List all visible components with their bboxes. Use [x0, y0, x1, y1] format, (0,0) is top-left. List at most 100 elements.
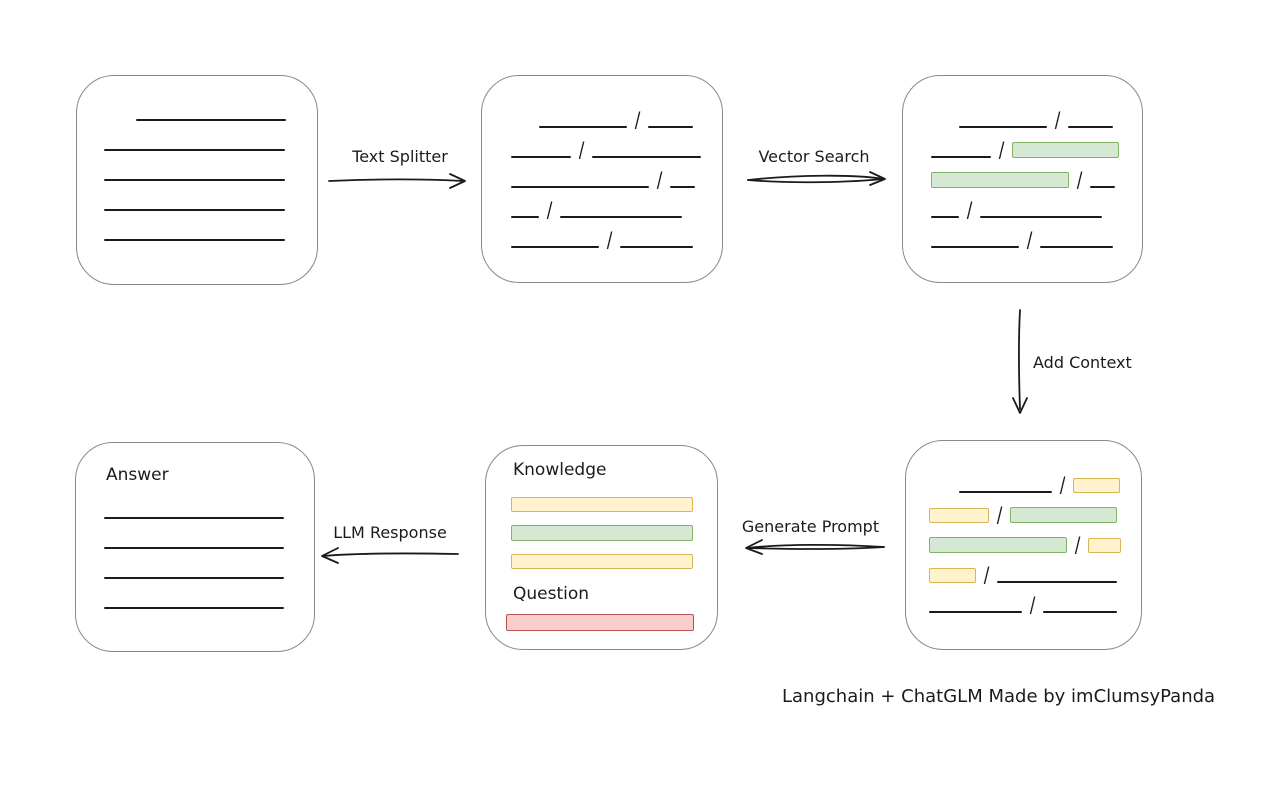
text-line: [648, 126, 694, 128]
text-splitter-arrow: [328, 173, 466, 189]
generate-prompt-label: Generate Prompt: [741, 517, 880, 536]
chunk-row: /: [903, 98, 1142, 132]
slash-separator: /: [998, 138, 1005, 162]
searched-chunk-lines: / / / / /: [903, 76, 1142, 252]
text-line: [104, 547, 284, 549]
text-line: [511, 246, 599, 248]
chunk-row: /: [482, 98, 722, 132]
text-line: [136, 119, 286, 121]
add-context-arrow: [1012, 309, 1028, 414]
document-lines: [77, 76, 317, 241]
yellow-chunk-bar: [929, 508, 989, 523]
text-line: [104, 607, 284, 609]
slash-separator: /: [1059, 473, 1066, 497]
vector-search-result-box: / / / / /: [902, 75, 1143, 283]
answer-lines: [76, 443, 314, 609]
slash-separator: /: [1029, 593, 1036, 617]
chunk-row: /: [906, 493, 1141, 527]
chunk-row: /: [903, 188, 1142, 222]
text-line: [539, 126, 627, 128]
chunk-row: [76, 519, 314, 549]
text-line: [104, 239, 285, 241]
chunk-row: /: [903, 158, 1142, 192]
text-line: [959, 491, 1052, 493]
chunk-row: /: [482, 128, 722, 162]
green-chunk-bar: [931, 172, 1069, 188]
footer-credit: Langchain + ChatGLM Made by imClumsyPand…: [782, 686, 1216, 707]
green-chunk-bar: [929, 537, 1067, 553]
yellow-bar: [511, 554, 693, 569]
green-chunk-bar: [1012, 142, 1120, 158]
add-context-label: Add Context: [1033, 353, 1132, 372]
text-line: [670, 186, 696, 188]
question-bars: [506, 614, 694, 631]
text-line: [931, 246, 1019, 248]
answer-label: Answer: [106, 465, 169, 485]
slash-separator: /: [966, 198, 973, 222]
chunk-row: [76, 549, 314, 579]
text-splitter-label: Text Splitter: [352, 147, 448, 166]
red-bar: [506, 614, 694, 631]
slash-separator: /: [578, 138, 585, 162]
prompt-box: Knowledge Question: [485, 445, 718, 650]
chunk-row: /: [906, 553, 1141, 587]
text-line: [104, 517, 284, 519]
slash-separator: /: [1026, 228, 1033, 252]
text-line: [104, 209, 285, 211]
text-line: [929, 611, 1022, 613]
chunk-row: /: [482, 158, 722, 192]
split-chunk-lines: / / / / /: [482, 76, 722, 252]
slash-separator: /: [983, 563, 990, 587]
text-line: [1040, 246, 1114, 248]
yellow-chunk-bar: [1088, 538, 1122, 553]
text-line: [511, 186, 649, 188]
slash-separator: /: [634, 108, 641, 132]
chunk-row: [77, 91, 317, 121]
generate-prompt-arrow: [745, 539, 885, 555]
slash-separator: /: [1054, 108, 1061, 132]
context-chunk-lines: / / / / /: [906, 441, 1141, 617]
chunk-row: /: [906, 463, 1141, 497]
text-line: [1090, 186, 1116, 188]
chunk-row: [76, 579, 314, 609]
vector-search-label: Vector Search: [758, 147, 870, 166]
chunk-row: [77, 211, 317, 241]
green-bar: [511, 525, 693, 541]
answer-box: Answer: [75, 442, 315, 652]
text-line: [104, 149, 285, 151]
text-line: [931, 156, 991, 158]
yellow-chunk-bar: [929, 568, 976, 583]
yellow-chunk-bar: [1073, 478, 1121, 493]
slash-separator: /: [656, 168, 663, 192]
chunk-row: [77, 151, 317, 181]
chunk-row: [77, 121, 317, 151]
text-line: [1043, 611, 1118, 613]
chunk-row: [77, 181, 317, 211]
chunk-row: [76, 489, 314, 519]
knowledge-label: Knowledge: [513, 460, 607, 480]
chunk-row: /: [903, 218, 1142, 252]
vector-search-arrow: [747, 171, 886, 186]
yellow-bar: [511, 497, 693, 512]
context-chunks-box: / / / / /: [905, 440, 1142, 650]
text-line: [931, 216, 959, 218]
chunk-row: /: [482, 188, 722, 222]
text-line: [104, 577, 284, 579]
green-chunk-bar: [1010, 507, 1118, 523]
slash-separator: /: [546, 198, 553, 222]
chunk-row: /: [903, 128, 1142, 162]
source-document-box: [76, 75, 318, 285]
text-line: [592, 156, 702, 158]
text-line: [511, 216, 539, 218]
text-line: [959, 126, 1047, 128]
text-line: [104, 179, 285, 181]
chunk-row: /: [906, 523, 1141, 557]
slash-separator: /: [996, 503, 1003, 527]
llm-response-arrow: [321, 547, 459, 564]
slash-separator: /: [1074, 533, 1081, 557]
text-line: [997, 581, 1118, 583]
slash-separator: /: [606, 228, 613, 252]
split-chunks-box: / / / / /: [481, 75, 723, 283]
slash-separator: /: [1076, 168, 1083, 192]
text-line: [980, 216, 1103, 218]
